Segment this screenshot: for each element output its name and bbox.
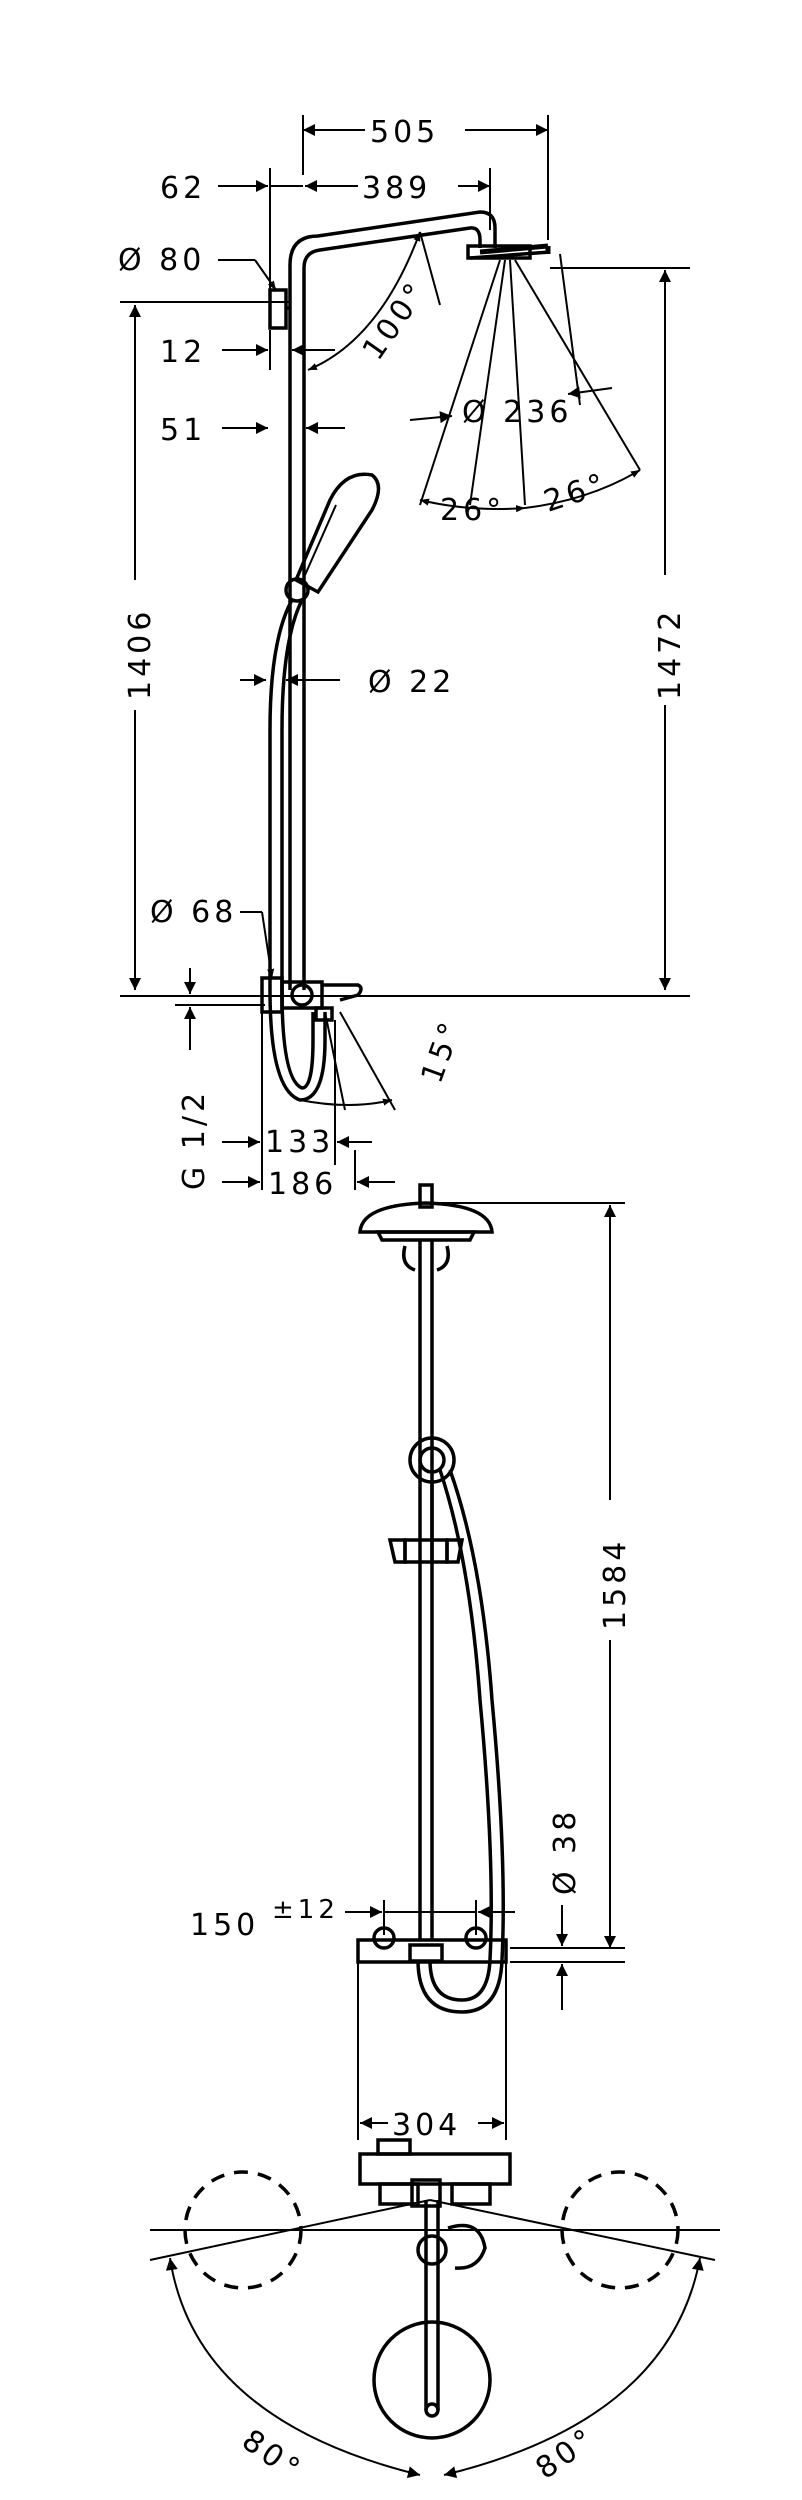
dim-label-100deg: 100° <box>356 274 435 366</box>
side-view: 505 62 389 Ø 80 100° <box>118 110 690 1202</box>
dim-dia22: Ø 22 <box>240 665 455 700</box>
dim-150: 150 ±12 <box>190 1895 515 1943</box>
dim-12: 12 <box>160 330 335 370</box>
column-front <box>418 1240 434 1940</box>
hose-front <box>416 1469 505 2014</box>
dim-label-62: 62 <box>160 171 206 206</box>
overhead-shower <box>466 243 551 260</box>
front-view: 1584 Ø 38 150 ±12 304 <box>190 1183 633 2143</box>
dim-g12: G 1/2 <box>175 968 265 1190</box>
dim-label-dia80: Ø 80 <box>118 243 205 278</box>
dim-1584: 1584 <box>435 1202 633 1949</box>
thermostat-top <box>358 2138 512 2270</box>
dim-26-26: 26° 26° <box>419 466 641 528</box>
column-center-top <box>424 2402 440 2418</box>
dim-label-51: 51 <box>160 413 206 448</box>
dim-62-389: 62 389 <box>160 168 491 290</box>
dim-dia38: Ø 38 <box>510 1808 625 2010</box>
dim-label-pm12: ±12 <box>272 1895 339 1925</box>
dim-dia80: Ø 80 <box>118 243 277 291</box>
dim-label-g12: G 1/2 <box>177 1089 212 1190</box>
hand-shower <box>284 472 381 603</box>
dim-label-186: 186 <box>268 1167 337 1202</box>
hand-shower-front <box>408 1436 456 1560</box>
dim-505: 505 <box>302 110 549 240</box>
dim-80-right: 80° <box>443 2257 704 2487</box>
dim-label-1406: 1406 <box>123 608 158 700</box>
dim-label-80-left: 80° <box>235 2423 308 2489</box>
dim-label-dia68: Ø 68 <box>150 895 237 930</box>
dim-label-505: 505 <box>370 115 439 150</box>
dim-186: 186 <box>222 1150 395 1202</box>
dim-label-1472: 1472 <box>653 608 688 700</box>
dim-label-26b: 26° <box>540 466 613 519</box>
slider-bracket <box>387 1538 465 1564</box>
swivel-line-left <box>149 2199 431 2261</box>
dim-label-dia38: Ø 38 <box>548 1808 583 1895</box>
shower-hose <box>268 599 327 1102</box>
dim-label-dia236: Ø 236 <box>462 395 572 430</box>
wall-bracket-top <box>268 288 290 330</box>
dim-label-12: 12 <box>160 335 206 370</box>
dim-label-304: 304 <box>392 2108 461 2143</box>
dim-label-26a: 26° <box>440 493 505 528</box>
dim-1406: 1406 <box>118 305 158 990</box>
dim-133: 133 <box>222 1012 372 1190</box>
top-view: 80° 80° <box>149 2138 720 2489</box>
dim-label-15deg: 15° <box>415 1015 470 1088</box>
swivel-line-right <box>429 2199 716 2261</box>
dim-1472: 1472 <box>550 267 690 990</box>
thermostat-front <box>356 1926 508 1964</box>
dim-label-389: 389 <box>362 171 431 206</box>
dim-dia68: Ø 68 <box>150 895 275 979</box>
dim-label-133: 133 <box>265 1125 334 1160</box>
dim-label-150: 150 <box>190 1908 259 1943</box>
dim-dia236: Ø 236 <box>409 386 613 430</box>
dim-80-left: 80° <box>165 2257 421 2489</box>
spray-cone <box>419 231 641 506</box>
dim-label-dia22: Ø 22 <box>368 665 455 700</box>
dim-label-1584: 1584 <box>598 1538 633 1630</box>
dim-51: 51 <box>160 413 345 448</box>
overhead-shower-front <box>358 1183 494 1272</box>
dim-304: 304 <box>357 1962 507 2143</box>
overhead-shower-top <box>372 2320 492 2440</box>
